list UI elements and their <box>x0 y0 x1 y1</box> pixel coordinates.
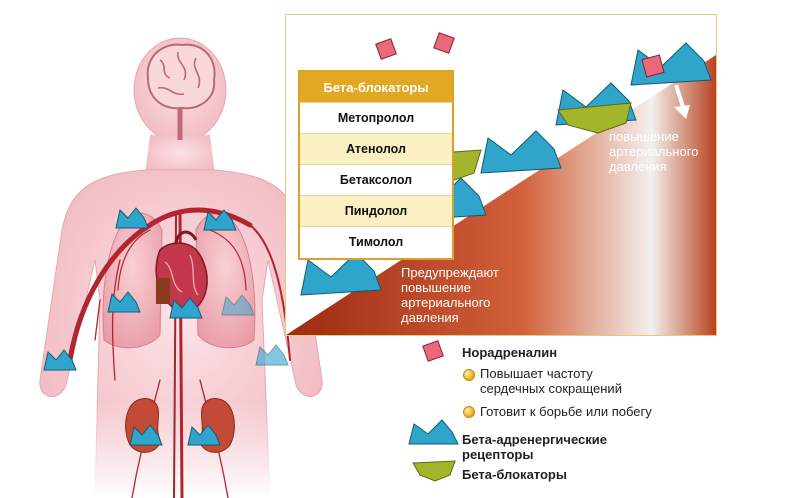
legend-effect-heart-rate: Повышает частоту сердечных сокращений <box>480 366 622 396</box>
bullet-icon <box>463 406 475 418</box>
noradrenaline-molecules <box>375 32 665 78</box>
noradrenaline-icon <box>433 32 455 54</box>
receptor-icon <box>129 424 163 446</box>
body-receptors <box>43 207 289 446</box>
legend-effect-fight-flight: Готовит к борьбе или побегу <box>480 404 652 419</box>
effect-label: повышение артериального давления <box>609 129 699 174</box>
legend-noradrenaline: Норадреналин <box>462 345 558 360</box>
legend-blockers: Бета-блокаторы <box>462 467 567 482</box>
receptor-icon <box>107 291 141 313</box>
receptor-icon <box>480 130 562 174</box>
table-row: Пиндолол <box>300 195 452 226</box>
beta-blockers-table: Бета-блокаторы Метопролол Атенолол Бетак… <box>298 70 454 260</box>
legend-receptors: Бета-адренергические рецепторы <box>462 432 607 462</box>
noradrenaline-icon <box>375 38 397 60</box>
table-row: Тимолол <box>300 226 452 257</box>
table-row: Бетаксолол <box>300 164 452 195</box>
bullet-icon <box>463 369 475 381</box>
table-row: Атенолол <box>300 133 452 164</box>
receptor-icon <box>187 424 221 446</box>
noradrenaline-icon <box>641 54 665 78</box>
table-row: Метопролол <box>300 102 452 133</box>
table-header: Бета-блокаторы <box>300 72 452 102</box>
receptor-icon <box>203 209 237 231</box>
receptor-icon <box>169 297 203 319</box>
receptor-icon <box>115 207 149 229</box>
lungs <box>102 212 256 349</box>
prevent-label: Предупреждают повышение артериального да… <box>401 265 499 325</box>
blocker-icon <box>557 102 632 134</box>
receptor-icon <box>43 349 77 371</box>
brain <box>146 43 216 140</box>
receptor-icon <box>221 294 255 316</box>
heart <box>155 230 208 316</box>
receptor-icon <box>255 344 289 366</box>
down-arrow-icon <box>674 84 690 119</box>
